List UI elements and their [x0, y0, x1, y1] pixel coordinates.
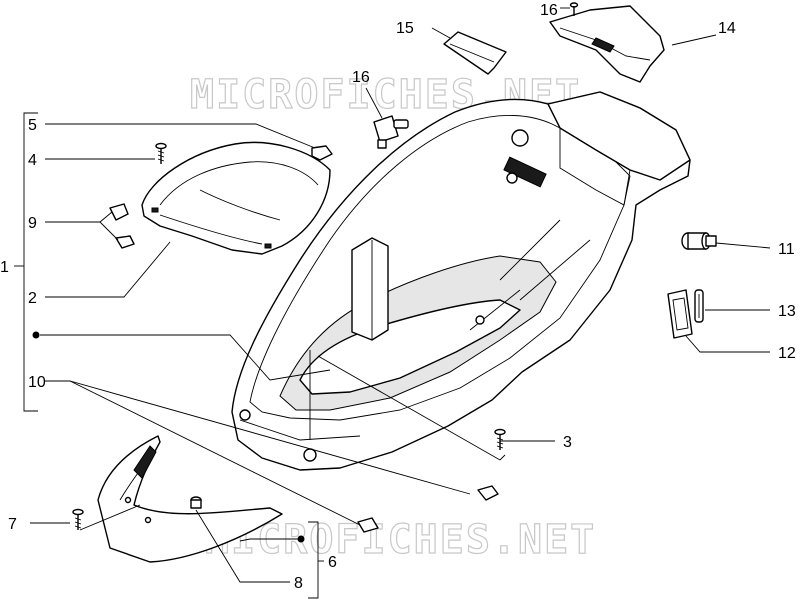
callout-13: 13 [778, 303, 796, 320]
part-3-screw [494, 428, 506, 450]
part-14-cover [549, 5, 665, 83]
part-7-screw [72, 508, 84, 530]
part-10-front-cover [97, 435, 283, 563]
callout-9: 9 [28, 215, 37, 232]
part-13-bulb [694, 289, 704, 323]
callout-14: 14 [718, 20, 736, 37]
part-5-clip [311, 145, 333, 161]
callout-1: 1 [0, 259, 9, 276]
helmet-compartment-body [231, 91, 691, 471]
callout-8: 8 [294, 575, 303, 592]
callout-16-switch: 16 [352, 69, 370, 86]
callout-10: 10 [28, 374, 46, 391]
callout-11: 11 [778, 241, 795, 258]
callout-15: 15 [396, 20, 414, 37]
callout-3: 3 [563, 434, 572, 451]
part-11-lamp [681, 232, 717, 250]
group-bracket [14, 112, 324, 599]
callout-5: 5 [28, 117, 37, 134]
part-8-bush [190, 496, 202, 509]
watermark-bottom: MICROFICHES.NET [205, 517, 596, 563]
leader-lines [30, 7, 771, 583]
part-16-screw [569, 2, 579, 16]
clip-nuts [357, 485, 499, 533]
callout-7: 7 [8, 516, 17, 533]
callout-16-top: 16 [540, 2, 558, 19]
part-16-switch [373, 115, 409, 149]
callout-12: 12 [778, 345, 796, 362]
callout-2: 2 [28, 290, 37, 307]
part-15-lid [443, 31, 507, 75]
part-9-clips [109, 203, 135, 249]
bullet-dot-bottom [297, 535, 305, 543]
callout-4: 4 [28, 152, 37, 169]
callout-6: 6 [328, 554, 337, 571]
part-12-lens [667, 289, 693, 339]
part-2-tray [141, 141, 331, 255]
bullet-dot-left [32, 331, 40, 339]
part-4-screw [155, 142, 167, 164]
